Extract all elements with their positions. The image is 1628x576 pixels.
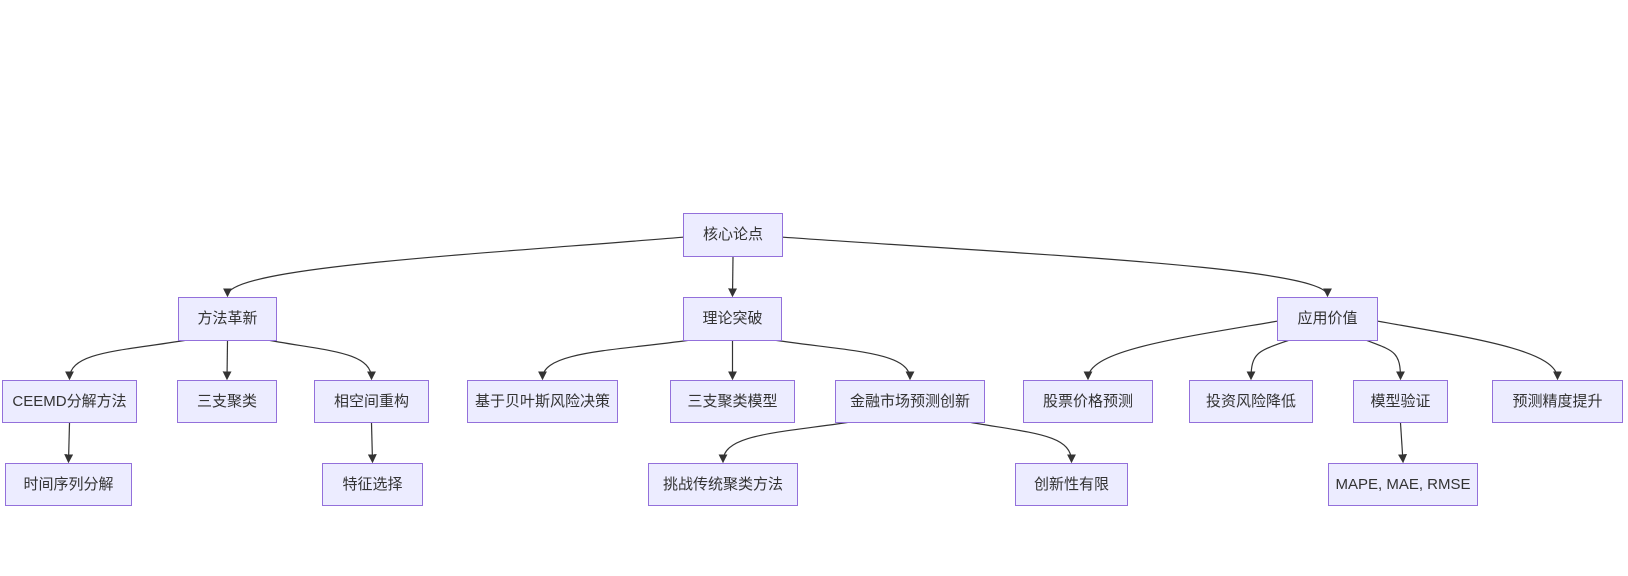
node-ceemd: CEEMD分解方法 [2,380,137,423]
node-label: 理论突破 [702,310,763,327]
node-theory: 理论突破 [683,297,782,341]
edge-method-to-phase [262,338,376,381]
node-label: 三支聚类 [196,392,257,410]
node-label: 挑战传统聚类方法 [662,475,783,493]
edge-application-to-validation [1362,338,1405,381]
node-label: 时间序列分解 [23,475,114,493]
edge-application-to-accuracy [1377,320,1562,381]
node-bayes: 基于贝叶斯风险决策 [467,380,618,423]
edge-theory-to-fin-innov [767,338,915,381]
node-feature: 特征选择 [322,463,423,506]
node-label: 特征选择 [342,475,403,493]
edge-root-to-method [223,236,684,298]
node-label: 金融市场预测创新 [849,392,970,410]
node-label: 相空间重构 [333,392,409,410]
edge-method-to-ceemd [65,338,193,381]
node-label: 应用价值 [1297,310,1358,327]
edge-root-to-theory [728,256,738,298]
node-fin-innov: 金融市场预测创新 [835,380,985,423]
edge-phase-to-feature [367,422,377,464]
node-accuracy: 预测精度提升 [1492,380,1623,423]
node-label: 股票价格预测 [1042,392,1133,410]
node-label: CEEMD分解方法 [12,392,127,410]
node-ts-decomp: 时间序列分解 [5,463,132,506]
node-risk: 投资风险降低 [1189,380,1313,423]
node-metrics: MAPE, MAE, RMSE [1328,463,1478,506]
edge-fin-innov-to-challenge [718,420,858,464]
edge-application-to-risk [1246,338,1293,381]
node-label: 投资风险降低 [1205,392,1296,410]
node-phase: 相空间重构 [314,380,429,423]
node-stock: 股票价格预测 [1023,380,1153,423]
edge-application-to-stock [1083,320,1278,381]
node-application: 应用价值 [1277,297,1378,341]
edge-ceemd-to-ts-decomp [64,422,74,464]
node-label: 预测精度提升 [1512,392,1603,410]
node-challenge: 挑战传统聚类方法 [648,463,798,506]
node-root: 核心论点 [683,213,783,257]
edge-fin-innov-to-limited [962,420,1076,464]
node-label: 方法革新 [197,310,258,327]
edge-group [64,236,1562,464]
edge-root-to-application [782,236,1332,298]
node-label: 三支聚类模型 [687,392,778,410]
node-three-way: 三支聚类 [177,380,277,423]
node-validation: 模型验证 [1353,380,1448,423]
node-label: 创新性有限 [1033,475,1109,493]
node-method: 方法革新 [178,297,277,341]
node-label: 模型验证 [1370,392,1431,410]
node-label: MAPE, MAE, RMSE [1335,475,1471,493]
edge-method-to-three-way [222,340,232,381]
edge-theory-to-bayes [538,338,698,381]
node-limited: 创新性有限 [1015,463,1128,506]
node-label: 基于贝叶斯风险决策 [474,392,610,410]
node-twc-model: 三支聚类模型 [670,380,795,423]
edge-validation-to-metrics [1398,422,1408,464]
node-label: 核心论点 [702,226,763,243]
